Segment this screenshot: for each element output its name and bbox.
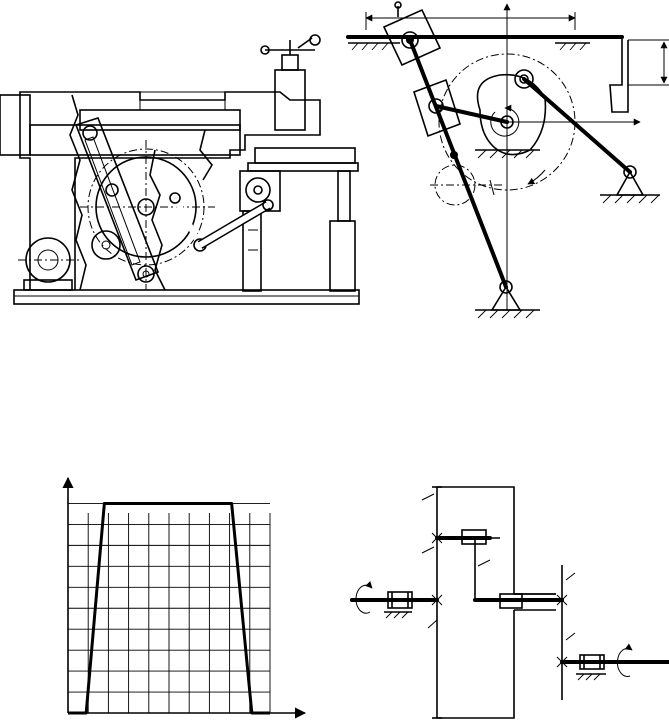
velocity-profile-grid <box>62 476 307 719</box>
ram <box>79 109 241 131</box>
rocker-slider <box>413 78 461 138</box>
machine-base <box>13 289 360 305</box>
work-table <box>254 147 356 164</box>
rocker-arm <box>74 117 160 283</box>
series-line <box>68 501 270 715</box>
feed-linkage <box>169 192 274 252</box>
two-stage-gearbox-schematic <box>350 486 669 719</box>
machine-cutaway-drawing <box>0 34 360 305</box>
ram-slider <box>382 1 442 67</box>
crank-gear <box>80 140 215 290</box>
motor <box>18 237 80 291</box>
gearbox-housing <box>437 486 556 719</box>
slider-crank-kinematic-sketch <box>346 1 669 319</box>
machine-body <box>19 91 321 290</box>
chart-gridlines <box>67 503 271 714</box>
